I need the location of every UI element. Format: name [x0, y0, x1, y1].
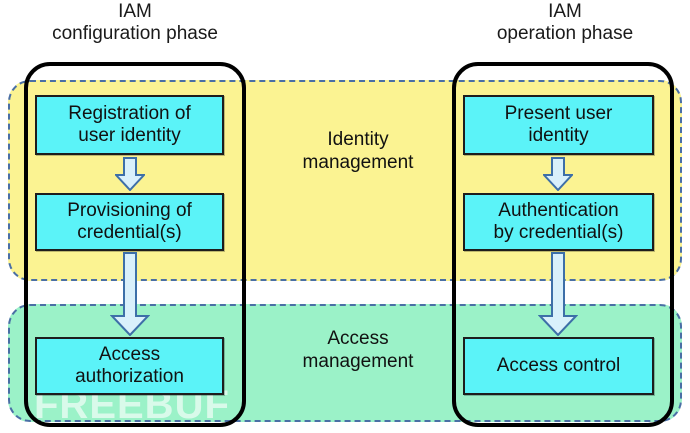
arrow-registration-to-provisioning-icon	[115, 157, 145, 191]
arrow-authentication-to-control-icon	[538, 252, 578, 336]
node-access-control[interactable]: Access control	[463, 337, 654, 395]
node-provisioning-of-credentials[interactable]: Provisioning of credential(s)	[35, 193, 224, 251]
band-label-identity-management: Identity management	[302, 129, 414, 174]
phase-title-configuration: IAM configuration phase	[52, 1, 218, 45]
phase-title-operation: IAM operation phase	[496, 1, 634, 45]
node-access-authorization[interactable]: Access authorization	[35, 337, 224, 395]
node-present-user-identity[interactable]: Present user identity	[463, 95, 654, 155]
band-label-access-management: Access management	[302, 328, 414, 373]
phase-capsule-operation	[452, 62, 674, 427]
node-authentication-by-credentials[interactable]: Authentication by credential(s)	[463, 193, 654, 251]
node-registration-of-user-identity[interactable]: Registration of user identity	[35, 95, 224, 155]
arrow-provisioning-to-authorization-icon	[110, 252, 150, 336]
phase-capsule-configuration	[24, 62, 246, 427]
arrow-present-to-authentication-icon	[543, 157, 573, 191]
